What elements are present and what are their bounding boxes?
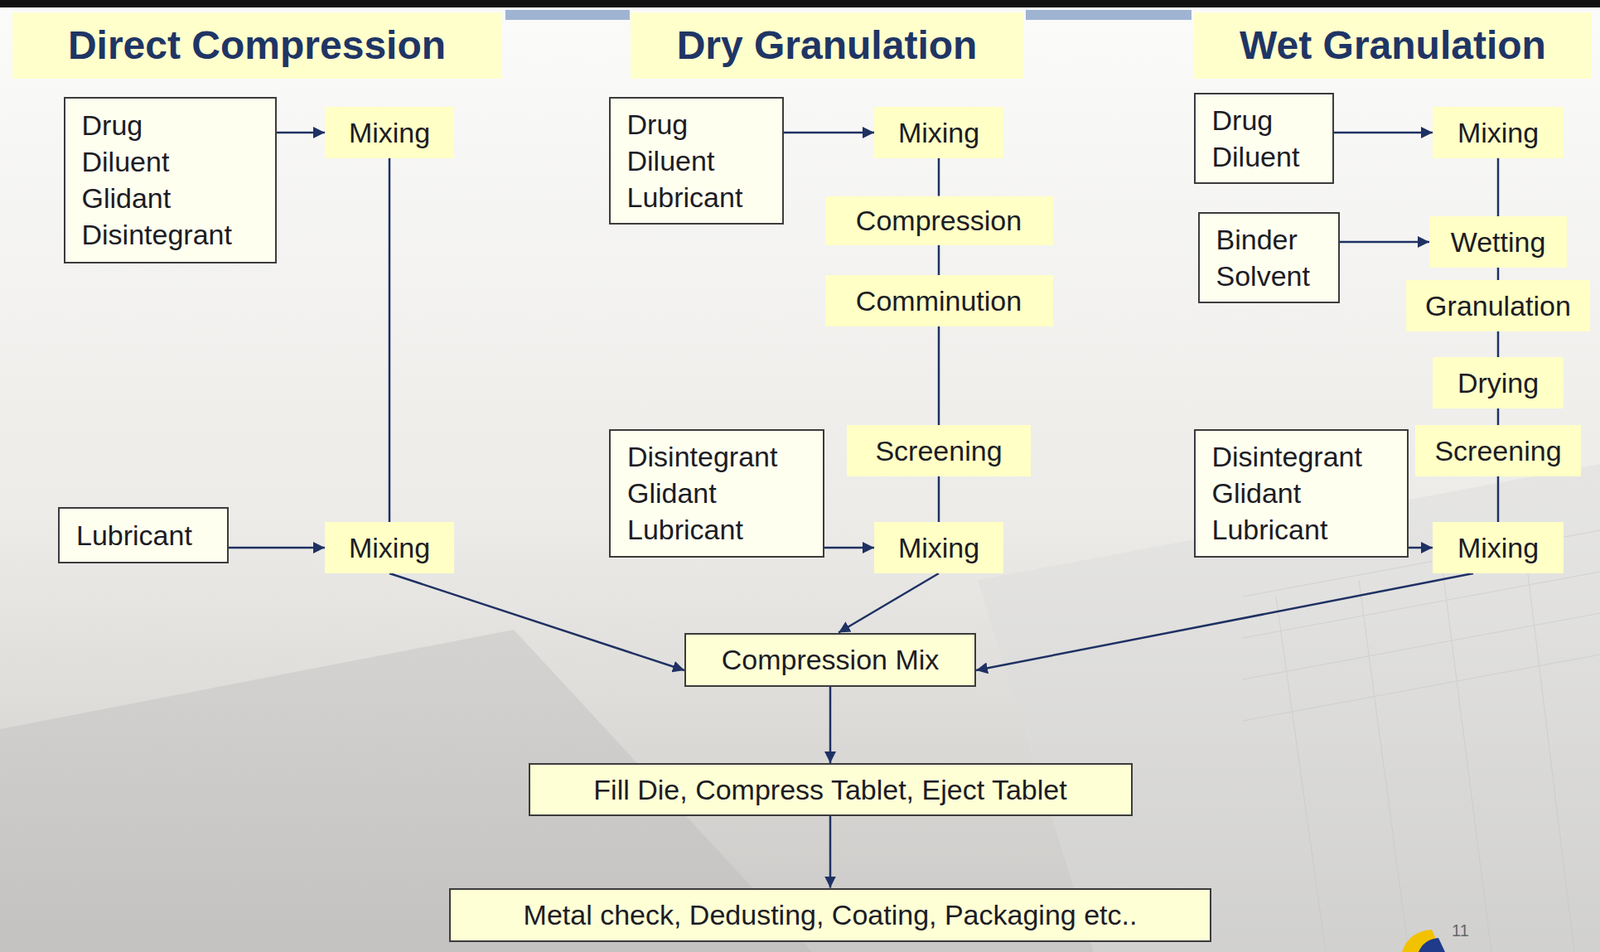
ingredient-text: Glidant bbox=[82, 179, 172, 217]
process-step: Mixing bbox=[874, 106, 1004, 159]
ingredient-text: Drug bbox=[1212, 101, 1274, 139]
step-text: Mixing bbox=[1457, 531, 1539, 566]
column-heading: Dry Granulation bbox=[630, 12, 1024, 79]
ingredient-text: Diluent bbox=[1212, 138, 1301, 175]
output-box: Compression Mix bbox=[684, 633, 977, 687]
process-step: Drying bbox=[1432, 357, 1564, 409]
flow-connector bbox=[838, 573, 939, 634]
step-text: Wetting bbox=[1450, 225, 1547, 260]
process-step: Compression bbox=[825, 196, 1054, 246]
step-text: Screening bbox=[1434, 434, 1562, 469]
ingredient-text: Drug bbox=[627, 106, 689, 143]
top-bar bbox=[0, 0, 1600, 8]
ingredient-text: Lubricant bbox=[76, 517, 193, 554]
process-step: Comminution bbox=[825, 275, 1054, 327]
ingredient-text: Diluent bbox=[627, 142, 716, 179]
flow-connector bbox=[824, 546, 875, 550]
flow-connector bbox=[1334, 131, 1434, 135]
step-text: Screening bbox=[874, 434, 1002, 469]
ingredient-text: Lubricant bbox=[1212, 511, 1329, 548]
output-text: Metal check, Dedusting, Coating, Packagi… bbox=[523, 898, 1138, 933]
step-text: Mixing bbox=[348, 116, 431, 150]
logo-mark bbox=[1418, 937, 1446, 952]
output-box: Metal check, Dedusting, Coating, Packagi… bbox=[449, 888, 1212, 943]
ingredient-box: DrugDiluentLubricant bbox=[609, 96, 784, 225]
process-step: Screening bbox=[846, 425, 1031, 477]
flow-connector bbox=[276, 131, 326, 135]
flow-connector bbox=[1497, 331, 1500, 358]
flow-connector bbox=[1497, 408, 1500, 426]
flow-connector bbox=[937, 158, 941, 197]
ingredient-text: Lubricant bbox=[627, 178, 744, 216]
ingredient-text: Glidant bbox=[627, 474, 717, 512]
ingredient-box: DisintegrantGlidantLubricant bbox=[1193, 429, 1409, 558]
ingredient-text: Disintegrant bbox=[82, 216, 233, 253]
ingredient-text: Diluent bbox=[82, 143, 170, 180]
process-step: Mixing bbox=[324, 106, 455, 159]
flow-connector bbox=[388, 158, 392, 523]
process-step: Mixing bbox=[1432, 522, 1564, 574]
heading-text: Wet Granulation bbox=[1239, 21, 1547, 70]
process-step: Granulation bbox=[1406, 280, 1591, 332]
page-number: 11 bbox=[1451, 921, 1470, 941]
process-step: Mixing bbox=[1432, 106, 1564, 159]
ingredient-text: Disintegrant bbox=[1212, 438, 1363, 475]
process-step: Mixing bbox=[324, 522, 455, 574]
flow-connector bbox=[783, 131, 875, 135]
step-text: Granulation bbox=[1425, 289, 1571, 324]
top-accent bbox=[505, 9, 630, 20]
flow-connector bbox=[389, 573, 685, 671]
top-accent bbox=[1025, 9, 1192, 20]
process-step: Mixing bbox=[874, 522, 1004, 574]
heading-text: Direct Compression bbox=[67, 21, 446, 70]
heading-text: Dry Granulation bbox=[676, 21, 978, 70]
step-text: Mixing bbox=[898, 531, 980, 566]
ingredient-box: DrugDiluent bbox=[1193, 92, 1335, 184]
ingredient-text: Glidant bbox=[1212, 474, 1302, 512]
ingredient-text: Disintegrant bbox=[627, 438, 778, 475]
flow-connector bbox=[228, 546, 325, 550]
ingredient-box: DrugDiluentGlidantDisintegrant bbox=[63, 96, 277, 264]
background-grid bbox=[1242, 530, 1600, 952]
ingredient-text: Drug bbox=[82, 106, 144, 144]
flow-connector bbox=[937, 245, 941, 276]
flow-connector bbox=[937, 476, 941, 523]
flow-connector bbox=[1497, 267, 1500, 281]
flow-connector bbox=[976, 573, 1474, 671]
flow-connector bbox=[1497, 158, 1500, 217]
flow-connector bbox=[937, 326, 941, 426]
ingredient-text: Lubricant bbox=[627, 511, 744, 548]
ingredient-box: Lubricant bbox=[58, 507, 229, 564]
process-step: Screening bbox=[1415, 425, 1581, 477]
ingredient-box: DisintegrantGlidantLubricant bbox=[609, 429, 825, 558]
flow-connector bbox=[1497, 476, 1500, 523]
output-text: Fill Die, Compress Tablet, Eject Tablet bbox=[593, 773, 1067, 808]
ingredient-box: BinderSolvent bbox=[1198, 212, 1340, 304]
flow-connector bbox=[829, 816, 832, 889]
column-heading: Wet Granulation bbox=[1193, 12, 1592, 79]
step-text: Comminution bbox=[855, 284, 1022, 319]
background-photo-shade bbox=[977, 464, 1600, 952]
output-text: Compression Mix bbox=[721, 642, 940, 677]
column-heading: Direct Compression bbox=[12, 12, 503, 79]
output-box: Fill Die, Compress Tablet, Eject Tablet bbox=[528, 763, 1133, 817]
step-text: Mixing bbox=[898, 116, 980, 150]
step-text: Mixing bbox=[348, 531, 431, 566]
process-step: Wetting bbox=[1429, 216, 1567, 268]
step-text: Mixing bbox=[1457, 116, 1539, 150]
flow-connector bbox=[1408, 546, 1434, 550]
flow-connector bbox=[829, 686, 832, 764]
ingredient-text: Solvent bbox=[1216, 257, 1310, 295]
flow-connector bbox=[1339, 241, 1431, 244]
ingredient-text: Binder bbox=[1216, 221, 1298, 258]
step-text: Drying bbox=[1457, 366, 1539, 401]
step-text: Compression bbox=[855, 203, 1022, 238]
